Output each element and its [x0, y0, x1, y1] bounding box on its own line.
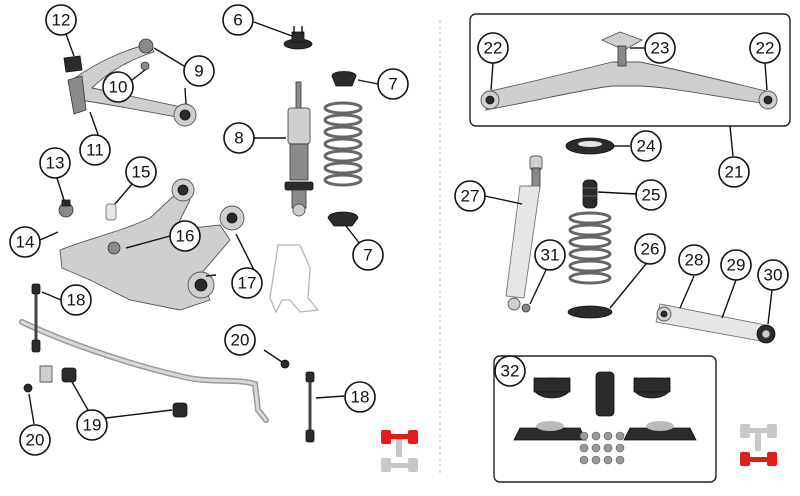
callout-7-upper: 7 [377, 68, 409, 100]
callout-22-right: 22 [749, 32, 781, 64]
callout-26: 26 [634, 233, 666, 265]
rear-crossmember-callout-box [469, 13, 791, 127]
callout-7-lower: 7 [352, 239, 384, 271]
svg-text:7: 7 [388, 75, 397, 94]
callout-31: 31 [534, 239, 566, 271]
sway-bar-bushing-left [61, 367, 77, 383]
rear-jounce-bumper [582, 179, 598, 209]
callout-14: 14 [9, 226, 41, 258]
callout-15: 15 [125, 156, 157, 188]
callout-24: 24 [630, 130, 662, 162]
lift-kit-spacers [513, 371, 697, 441]
rear-crossmember [480, 31, 778, 111]
callout-8: 8 [223, 122, 255, 154]
ball-joint-nut [140, 61, 150, 71]
svg-text:12: 12 [52, 11, 71, 30]
rear-lower-control-arm [655, 303, 776, 344]
upper-arm-bushing [63, 55, 83, 73]
callout-28: 28 [678, 244, 710, 276]
svg-text:19: 19 [83, 416, 102, 435]
callout-18-left: 18 [60, 284, 92, 316]
callout-9: 9 [183, 55, 215, 87]
svg-text:23: 23 [651, 39, 670, 58]
upper-control-arm [67, 38, 197, 127]
svg-text:6: 6 [233, 11, 242, 30]
svg-text:18: 18 [67, 291, 86, 310]
callout-16: 16 [169, 220, 201, 252]
svg-text:11: 11 [86, 141, 104, 160]
lower-ball-joint [58, 199, 74, 218]
callout-20-right: 20 [224, 324, 256, 356]
callout-18-right: 18 [344, 381, 376, 413]
callout-30: 30 [757, 259, 789, 291]
lift-kit-hardware [579, 431, 625, 465]
callout-11: 11 [79, 134, 111, 166]
lift-kit-callout-box [493, 355, 717, 483]
svg-text:25: 25 [642, 186, 661, 205]
callout-27: 27 [454, 180, 486, 212]
svg-text:27: 27 [461, 187, 480, 206]
link-nut-left [23, 383, 33, 393]
rear-lower-spring-seat [567, 305, 613, 319]
leader-lines [28, 21, 773, 425]
lower-arm-small-bushing [105, 203, 117, 221]
callout-25: 25 [635, 179, 667, 211]
svg-text:24: 24 [637, 137, 656, 156]
svg-text:30: 30 [764, 266, 783, 285]
lower-control-arm [59, 178, 245, 311]
knuckle-outline [269, 244, 320, 314]
spring-isolator-lower [327, 211, 359, 227]
sway-bar-bushing-right [172, 402, 188, 418]
front-axle-highlighted-icon [381, 430, 418, 472]
svg-text:16: 16 [176, 227, 195, 246]
front-strut [284, 81, 314, 217]
front-coil-spring [323, 101, 363, 187]
sway-bar-link-right [305, 371, 315, 443]
svg-text:13: 13 [46, 154, 65, 173]
callout-21: 21 [718, 156, 750, 188]
svg-text:21: 21 [725, 163, 744, 182]
callout-23: 23 [644, 32, 676, 64]
spring-isolator-upper [331, 71, 357, 87]
svg-text:32: 32 [501, 362, 520, 381]
svg-text:14: 14 [16, 233, 35, 252]
rear-coil-spring [568, 211, 612, 285]
svg-text:8: 8 [234, 129, 243, 148]
front-sway-bar [19, 319, 269, 423]
svg-text:15: 15 [132, 163, 151, 182]
shock-bolt-nut [521, 303, 531, 313]
svg-text:22: 22 [484, 39, 503, 58]
svg-text:7: 7 [363, 246, 372, 265]
svg-text:31: 31 [541, 246, 560, 265]
sway-bar-link-left [31, 283, 41, 353]
callout-10: 10 [102, 71, 134, 103]
callout-20-left: 20 [19, 424, 51, 456]
svg-text:17: 17 [238, 274, 257, 293]
svg-text:22: 22 [756, 39, 775, 58]
callout-19: 19 [76, 409, 108, 441]
svg-text:20: 20 [231, 331, 250, 350]
svg-text:28: 28 [685, 251, 704, 270]
link-nut-right [280, 359, 290, 369]
svg-text:26: 26 [641, 240, 660, 259]
callout-32: 32 [494, 355, 526, 387]
strut-upper-mount [283, 26, 313, 50]
svg-text:29: 29 [727, 256, 746, 275]
svg-text:20: 20 [26, 431, 45, 450]
callout-13: 13 [39, 147, 71, 179]
callout-12: 12 [45, 4, 77, 36]
rear-shock-absorber [505, 155, 543, 311]
sway-bar-bracket [39, 365, 53, 383]
callout-22-left: 22 [477, 32, 509, 64]
rear-axle-highlighted-icon [740, 424, 777, 466]
svg-text:10: 10 [109, 78, 128, 97]
svg-text:18: 18 [351, 388, 370, 407]
callout-6: 6 [222, 4, 254, 36]
callout-17: 17 [231, 267, 263, 299]
svg-text:9: 9 [194, 62, 203, 81]
callout-29: 29 [720, 249, 752, 281]
